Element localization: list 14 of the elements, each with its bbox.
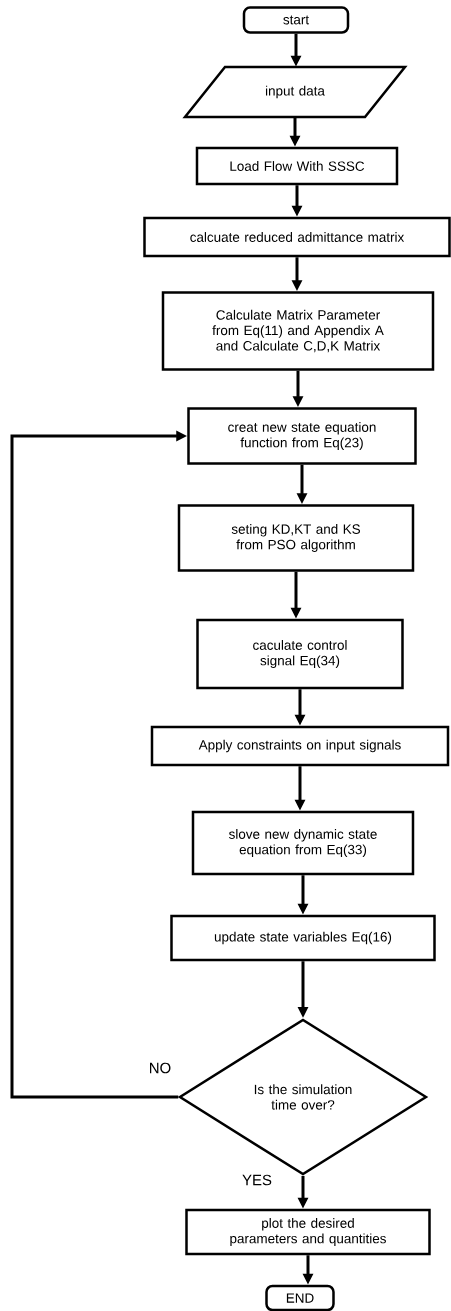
terminal-box: END bbox=[265, 1284, 335, 1311]
edge-label: YES bbox=[241, 1173, 273, 1187]
edge-label: NO bbox=[147, 1061, 173, 1075]
process-box: Apply constraints on input signals bbox=[150, 725, 450, 767]
process-box: Calculate Matrix Parameter from Eq(11) and Appendix A and Calculate C,D,K Matrix bbox=[161, 291, 435, 371]
process-box: caculate control signal Eq(34) bbox=[196, 618, 404, 690]
terminal-box: start bbox=[242, 6, 350, 34]
process-box: creat new state equation function from Eq(23) bbox=[187, 407, 417, 465]
process-box: slove new dynamic state equation from Eq(33) bbox=[191, 810, 415, 876]
process-box: Load Flow With SSSC bbox=[195, 146, 399, 186]
process-box: seting KD,KT and KS from PSO algorithm bbox=[177, 504, 415, 572]
process-box: update state variables Eq(16) bbox=[170, 914, 436, 962]
process-box: calcuate reduced admittance matrix bbox=[143, 216, 451, 258]
process-box: plot the desired parameters and quantities bbox=[185, 1208, 431, 1256]
